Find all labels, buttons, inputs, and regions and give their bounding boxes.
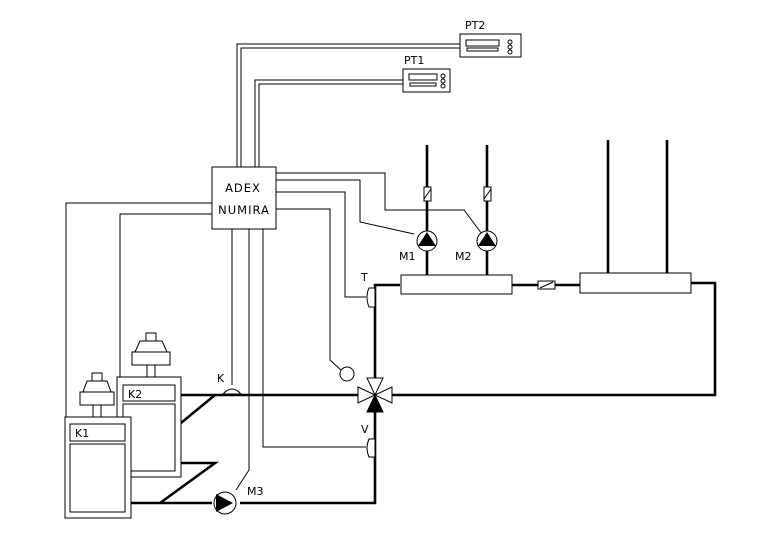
sensor-t-label: T [360, 271, 368, 284]
sensor-k: K [217, 372, 243, 395]
check-valve-m2 [483, 186, 492, 202]
boiler-k1-label: K1 [75, 427, 89, 440]
check-valve-m1 [423, 186, 432, 202]
pump-m2-label: M2 [455, 250, 472, 263]
sensor-k-label: K [217, 372, 225, 385]
sensor-v-label: V [361, 423, 369, 436]
distributor-left [400, 274, 513, 295]
mixing-valve-icon [339, 366, 393, 413]
pt2-label: PT2 [465, 19, 485, 32]
panel-pt2: PT2 [459, 19, 522, 58]
panel-pt1: PT1 [402, 54, 451, 93]
pump-m2-icon: M2 [455, 230, 498, 263]
control-wires [65, 43, 483, 491]
sensor-t: T [360, 271, 376, 308]
controller-line2: NUMIRA [218, 203, 270, 217]
pump-m3-icon: M3 [213, 485, 264, 515]
controller-line1: ADEX [225, 181, 261, 195]
sensor-v: V [361, 423, 376, 458]
distributor-right [579, 272, 692, 294]
controller-box [211, 166, 277, 230]
boiler-k1: K1 [64, 372, 132, 519]
check-valve-horizontal [537, 280, 556, 290]
pump-m3-label: M3 [247, 485, 264, 498]
pump-m1-icon: M1 [399, 230, 438, 263]
pump-m1-label: M1 [399, 250, 416, 263]
pt1-label: PT1 [404, 54, 424, 67]
boiler-k2-label: K2 [128, 388, 142, 401]
pipes [131, 140, 717, 505]
